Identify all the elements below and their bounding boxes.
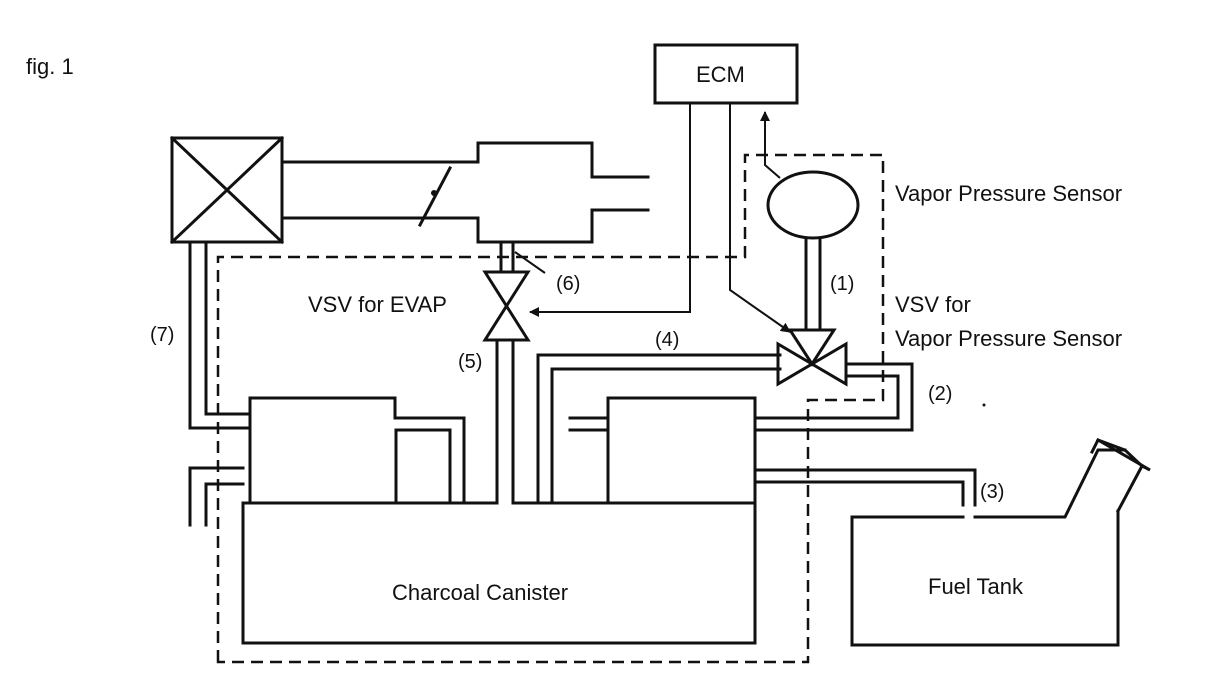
canister-vent-tube [188,466,245,527]
sensor-signal-wire [760,111,781,179]
air-cleaner-box [169,135,285,245]
hose-2-label: (2) [928,383,953,405]
throttle-valve [417,165,453,228]
ecm-label: ECM [696,62,745,87]
ecm-box [653,43,799,105]
vapor-pressure-sensor-body [766,170,860,240]
hose-6-label: (6) [556,273,581,295]
vsv-evap-label: VSV for EVAP [308,292,447,317]
hose-3 [753,468,977,507]
charcoal-canister-body [241,396,757,645]
hose-5 [495,338,515,505]
vsv-vapor-label-line1: VSV for [895,292,971,317]
hose-7-label: (7) [150,324,175,346]
hose-1-label: (1) [830,273,855,295]
fuel-tank-label: Fuel Tank [928,574,1023,599]
intake-duct [280,141,650,244]
hose-3-label: (3) [980,481,1005,503]
vsv-vapor-valve [776,328,848,387]
hose-4 [536,353,782,505]
figure-label: fig. 1 [26,54,74,79]
charcoal-canister-label: Charcoal Canister [392,580,569,605]
vsv-vapor-label-line2: Vapor Pressure Sensor [895,326,1123,351]
fuel-tank-body [850,437,1151,647]
ecm-wire-vsv-vapor [729,103,791,333]
vapor-pressure-sensor-label: Vapor Pressure Sensor [895,181,1123,206]
canister-port [568,416,610,432]
hose-7 [188,240,252,430]
ecm-wire-vsv-evap [529,103,691,317]
hose-5-label: (5) [458,351,483,373]
hose-2 [753,362,914,432]
system-check-boundary [216,153,885,664]
hose-4-label: (4) [655,329,680,351]
hose-1 [804,236,822,332]
vsv-evap-valve [482,270,531,342]
